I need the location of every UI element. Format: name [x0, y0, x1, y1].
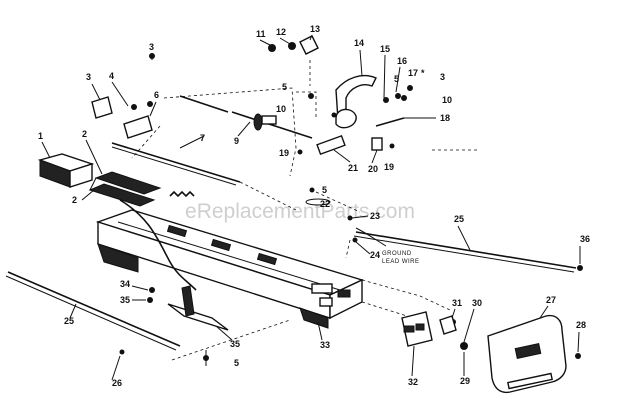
- callout-25a: 25: [454, 214, 464, 224]
- part-25-rod-left: [7, 271, 181, 347]
- power-cord: [119, 199, 197, 291]
- part-1-cover: [37, 153, 95, 188]
- callout-1: 1: [38, 131, 43, 141]
- callout-32: 32: [408, 377, 418, 387]
- callout-28: 28: [576, 320, 586, 330]
- callout-11: 11: [256, 29, 266, 39]
- callout-23: 23: [370, 211, 380, 221]
- callout-10b: 10: [442, 95, 452, 105]
- callout-10a: 10: [276, 104, 286, 114]
- callout-5c: 5: [234, 358, 239, 368]
- callout-14: 14: [354, 38, 364, 48]
- callout-25b: 25: [64, 316, 74, 326]
- callout-30: 30: [472, 298, 482, 308]
- callout-31: 31: [452, 298, 462, 308]
- watermark: eReplacementParts.com: [185, 200, 415, 223]
- part-32-switch: [401, 311, 433, 347]
- fasteners-top: [149, 35, 413, 243]
- callout-19b: 19: [384, 162, 394, 172]
- part-21-roller: [316, 134, 346, 156]
- part-9-shaft: [179, 95, 313, 139]
- callout-33: 33: [320, 340, 330, 350]
- callout-35: 35: [120, 295, 130, 305]
- callout-7: 7: [200, 133, 205, 143]
- callout-22: 22: [320, 199, 330, 209]
- part-7-rod: [111, 142, 241, 183]
- callout-19a: 19: [279, 148, 289, 158]
- callout-9: 9: [234, 136, 239, 146]
- leader-lines: [41, 34, 581, 381]
- callout-29: 29: [460, 376, 470, 386]
- part-20: [371, 137, 383, 151]
- callout-2: 2: [82, 129, 87, 139]
- callout-5b: 5: [322, 185, 327, 195]
- callout-12: 12: [276, 27, 286, 37]
- spring: [169, 190, 195, 198]
- callout-21: 21: [348, 163, 358, 173]
- callout-16: 16: [397, 56, 407, 66]
- fasteners-bottom: [119, 265, 583, 366]
- callout-3: 3: [86, 72, 91, 82]
- callout-26a: 26: [112, 378, 122, 388]
- part-31-knob: [439, 315, 457, 335]
- callout-24: 24: [370, 250, 380, 260]
- part-3-plate: [91, 96, 113, 119]
- part-4-bracket: [123, 101, 153, 139]
- part-2-tube: [88, 171, 162, 207]
- part-27-end-cover: [487, 314, 567, 394]
- callout-17: 17: [408, 68, 418, 78]
- callout-3c: 3: [440, 72, 445, 82]
- callout-2b: 2: [72, 195, 77, 205]
- callout-34a: 34: [120, 279, 130, 289]
- lead-wire-label: LEAD WIRE: [382, 259, 420, 265]
- callout-15: 15: [380, 44, 390, 54]
- part-25-rod-right: [355, 231, 577, 269]
- callout-labels: 1 2 2 3 3 3 4 5 5 5 5 6 7 9 10 10 11 12 …: [38, 24, 590, 388]
- main-housing: [95, 209, 364, 329]
- callout-18: 18: [440, 113, 450, 123]
- callout-13: 13: [310, 24, 320, 34]
- assembly-lines: [131, 60, 478, 361]
- part-34-bracket: [147, 285, 229, 331]
- callout-4: 4: [109, 71, 114, 81]
- callout-5d: 5: [394, 74, 399, 84]
- callout-34b: 35: [230, 339, 240, 349]
- callout-6: 6: [154, 90, 159, 100]
- part-14-bracket: [335, 74, 377, 129]
- ground-label: GROUND: [382, 251, 412, 257]
- callout-36: 36: [580, 234, 590, 244]
- callout-asterisk-17: *: [421, 68, 425, 78]
- callout-27: 27: [546, 295, 556, 305]
- callout-20: 20: [368, 164, 378, 174]
- callout-5a: 5: [282, 82, 287, 92]
- callout-3b: 3: [149, 42, 154, 52]
